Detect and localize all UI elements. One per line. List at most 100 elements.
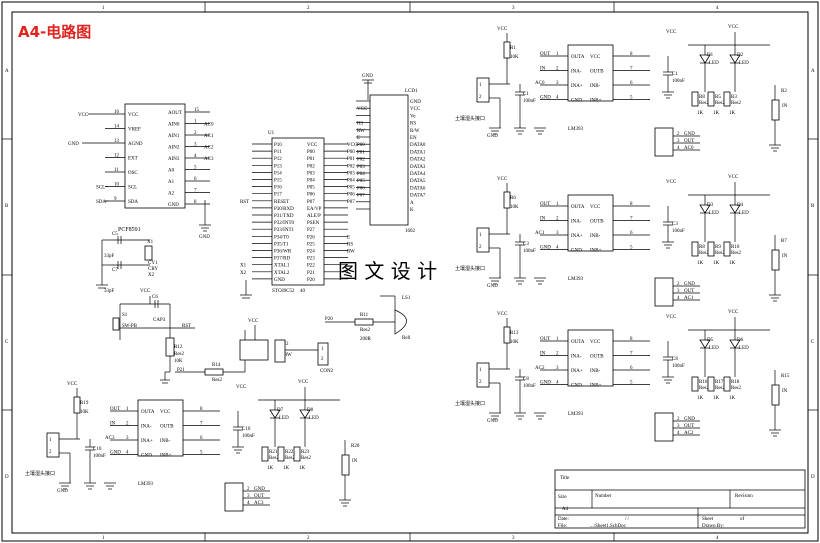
lcd-pin-name: GND	[410, 100, 421, 105]
cap-value: 100nF	[93, 454, 106, 459]
lcd-gnd-label: GND	[362, 74, 373, 79]
mcu-pin-name: P35/T1	[274, 242, 289, 247]
vcc-label: VCC	[728, 25, 739, 30]
pullup-value: 10K	[510, 205, 519, 210]
pcf-pin-num: 10	[114, 183, 120, 188]
lm393-name: LM393	[568, 277, 584, 282]
reset-resistor	[165, 337, 175, 357]
relay-res-type: Res2	[212, 378, 223, 383]
lm393-pin-num: 6	[630, 81, 633, 86]
led-label: LED	[739, 61, 749, 66]
gnd-symbol	[489, 277, 501, 285]
led-resistor-value: 1K	[713, 261, 720, 266]
mcu-pin-name: P32/INT0	[274, 221, 295, 226]
lcd-pin-name: A	[410, 201, 414, 206]
potentiometer	[771, 99, 780, 121]
lm393-pin-num: 7	[630, 217, 633, 222]
lm393-pin-num: 8	[630, 52, 633, 57]
led-ref: D6	[737, 338, 744, 343]
led-resistor-type: Res2	[285, 456, 296, 461]
lcd-block: GNDVCCVCCVoRSRSR/WRWENEDATA0P00DATA1P01D…	[356, 74, 426, 234]
potentiometer	[771, 249, 780, 271]
mcu-net-label: E	[347, 235, 350, 240]
mcu-pin-name: P13	[274, 164, 282, 169]
lm393-pin-num: 2	[126, 422, 129, 427]
led-resistor-type: Res2	[699, 251, 710, 256]
gnd-label: GND	[487, 419, 498, 424]
pcf-pin-num: 8	[194, 200, 197, 205]
pullup-value: 10K	[80, 410, 89, 415]
lm393-pin-name: INA-	[571, 220, 582, 225]
output-out-label: OUT	[684, 424, 694, 429]
led-label: LED	[709, 346, 719, 351]
lcd-net-label: VCC	[357, 107, 368, 112]
lm393-pin-num: 2	[556, 352, 559, 357]
led-ref: D2	[737, 53, 744, 58]
pcf-pin-name: A0	[168, 169, 175, 174]
mcu-pin-name: P27	[307, 228, 315, 233]
mcu-net-label: P06	[347, 193, 355, 198]
lcd-name: 1602	[405, 229, 416, 234]
lm393-pin-num: 4	[556, 381, 559, 386]
led-label: LED	[709, 211, 719, 216]
reset-switch	[112, 317, 120, 331]
lcd-net-label: E	[357, 136, 360, 141]
lm393-pin-name: OUTA	[141, 410, 155, 415]
vcc-label: VCC	[497, 27, 508, 32]
buzzer-res-type: Res2	[360, 328, 371, 333]
mcu-pins: P10P11P12P13P14P15P16P17RESETRSTP30/RXDP…	[240, 143, 358, 283]
lm393-pin-name: OUTA	[571, 340, 585, 345]
pcf-net-label: VCC	[78, 113, 89, 118]
mcu-pin-name: XTAL2	[274, 271, 290, 276]
output-out-label: OUT	[684, 289, 694, 294]
gnd-symbol	[489, 412, 501, 420]
led-resistor-type: Res2	[699, 386, 710, 391]
led-ref: D4	[737, 203, 744, 208]
lm393-pin-name: OUTB	[590, 70, 604, 75]
gnd-symbol	[514, 127, 526, 135]
mcu-pin-name: P23	[307, 257, 315, 262]
conn-pin-num: 2	[49, 450, 52, 455]
buzzer-circuit: P20 R11 Res2 200R LS1 Bell	[325, 295, 411, 342]
vcc-label: VCC	[67, 382, 78, 387]
led-resistor	[723, 91, 731, 107]
led-ref: D8	[307, 408, 314, 413]
gnd-symbol	[489, 127, 501, 135]
conn-pin-num: 1	[479, 368, 482, 373]
buzzer-res	[354, 318, 374, 326]
relay-conn-pin1: 1	[321, 347, 324, 352]
output-pin-num: 4	[677, 146, 680, 151]
lm393-pin-name: INB-	[590, 84, 601, 89]
lcd-pin-name: Vo	[410, 114, 416, 119]
relay-connector	[317, 342, 329, 366]
lm393-pin-name: INA+	[141, 439, 153, 444]
probe-connector	[476, 362, 490, 388]
lm393-pin-num: 3	[126, 436, 129, 441]
led-resistor-type: Res2	[731, 386, 742, 391]
lm393-net-label: IN	[110, 422, 116, 427]
lm393-body	[137, 399, 184, 457]
row-label-right: D	[811, 475, 815, 480]
lm393-pin-num: 3	[556, 231, 559, 236]
relay-res-ref: R14	[212, 363, 221, 368]
mcu-net-label: P05	[347, 186, 355, 191]
lm393-net-label: OUT	[540, 202, 550, 207]
lm393-pin-name: GND	[571, 99, 582, 104]
cap-ref: C8	[672, 357, 678, 362]
mcu-net-label: VCC	[347, 143, 358, 148]
led-resistor-value: 1K	[299, 466, 306, 471]
pcf-pin-num: 14	[114, 125, 120, 130]
led-resistor	[723, 241, 731, 257]
tb-drawn: Drawn By:	[702, 524, 724, 529]
lm393-pin-name: GND	[571, 249, 582, 254]
pot-in-label: IN	[782, 389, 788, 394]
pcf-pin-num: 15	[194, 108, 200, 113]
lm393-pin-num: 1	[556, 52, 559, 57]
lm393-pin-num: 3	[556, 366, 559, 371]
tb-size: Size	[558, 495, 567, 500]
mcu-pin-name: P17	[274, 193, 282, 198]
led-resistor-type: Res2	[699, 101, 710, 106]
conn-pin-num: 2	[479, 380, 482, 385]
lcd-net-label: P04	[357, 172, 365, 177]
led-label: LED	[279, 416, 289, 421]
